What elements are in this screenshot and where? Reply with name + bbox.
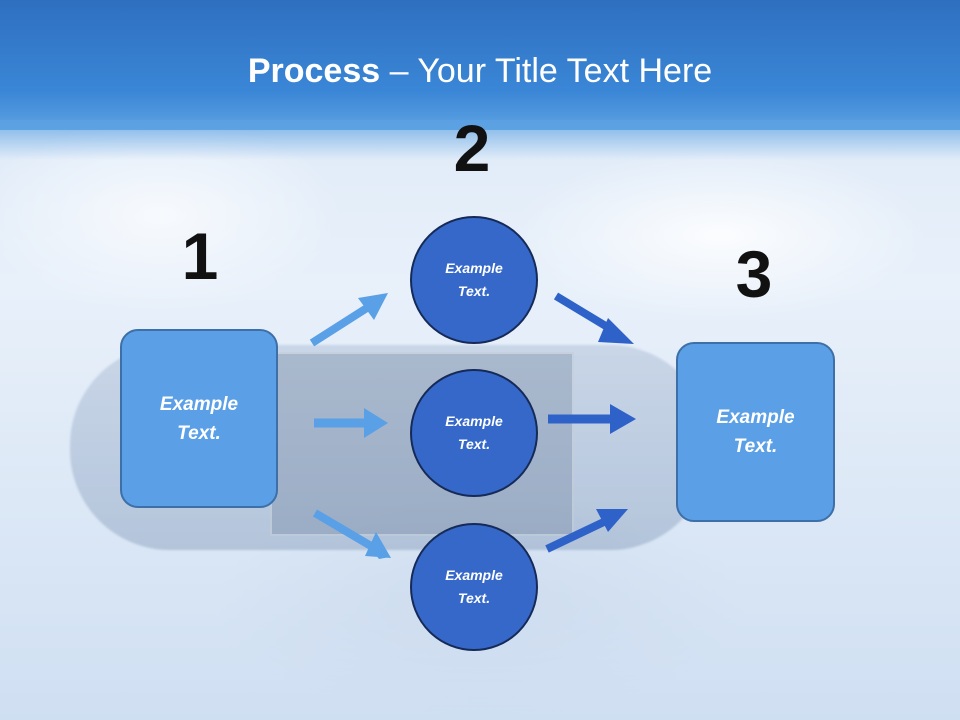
- arrow-left-up: [309, 293, 388, 347]
- step-number-3: 3: [735, 237, 773, 311]
- circle-middle-text-line2: Text.: [457, 436, 491, 452]
- arrow-right-up: [553, 292, 634, 344]
- step-1-box: Example Text.: [120, 329, 278, 508]
- title-banner-fade: [0, 120, 960, 160]
- arrow-left-down: [312, 509, 391, 559]
- step-3-text-line2: Text.: [733, 436, 778, 457]
- circle-top-text-line1: Example: [445, 260, 503, 276]
- step-number-2: 2: [453, 111, 491, 185]
- arrow-left-middle: [314, 408, 388, 438]
- title-bold: Process: [247, 52, 381, 90]
- step-number-1: 1: [181, 219, 219, 293]
- circle-middle-text-line1: Example: [445, 413, 503, 429]
- step-3-text-line1: Example: [716, 407, 795, 428]
- arrow-right-down: [545, 509, 628, 553]
- circle-bottom-text-line1: Example: [445, 567, 503, 583]
- step-1-text-line2: Text.: [177, 422, 221, 444]
- step-2-circle-top: Example Text.: [410, 216, 538, 344]
- arrow-right-middle: [548, 404, 636, 434]
- title-banner: [0, 0, 960, 130]
- circle-top-text-line2: Text.: [457, 283, 491, 299]
- slide-title: Process – Your Title Text Here: [0, 52, 960, 91]
- circle-bottom-text-line2: Text.: [457, 590, 491, 606]
- step-3-box: Example Text.: [676, 342, 835, 522]
- step-2-circle-bottom: Example Text.: [410, 523, 538, 651]
- step-2-circle-middle: Example Text.: [410, 369, 538, 497]
- title-rest: – Your Title Text Here: [380, 52, 713, 90]
- step-1-text-line1: Example: [159, 393, 239, 415]
